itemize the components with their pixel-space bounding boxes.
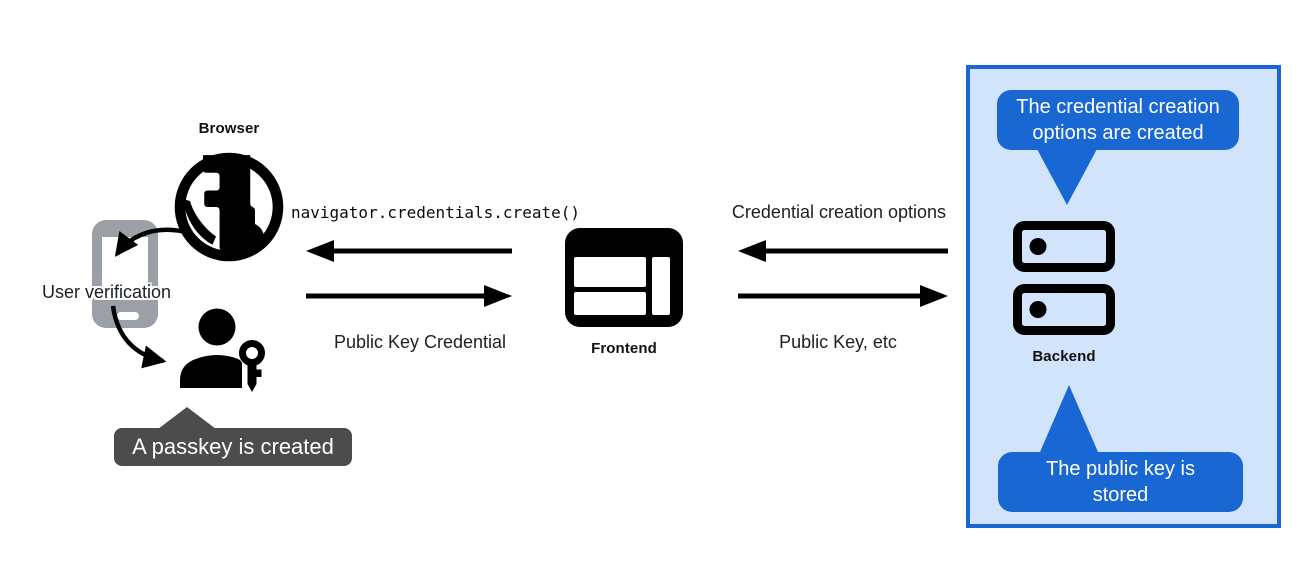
- credential-options-bubble-tail: [1037, 149, 1097, 205]
- browser-to-frontend-arrow: [306, 285, 512, 307]
- frontend-label: Frontend: [591, 340, 657, 357]
- backend-panel: The credential creation options are crea…: [966, 65, 1281, 528]
- frontend-to-browser-arrow: [306, 240, 512, 262]
- public-key-credential-label: Public Key Credential: [333, 332, 507, 352]
- public-key-bubble: The public key is stored: [998, 452, 1243, 512]
- phone-icon: [92, 220, 158, 328]
- passkey-tooltip-tail: [158, 407, 216, 429]
- passkey-tooltip: A passkey is created: [114, 428, 352, 466]
- browser-label: Browser: [198, 120, 260, 137]
- credential-creation-options-label: Credential creation options: [731, 202, 947, 222]
- frontend-to-backend-arrow: [738, 285, 948, 307]
- public-key-bubble-tail: [1040, 385, 1098, 452]
- globe-icon: [174, 152, 284, 262]
- public-key-bubble-text: The public key is stored: [1046, 458, 1195, 506]
- server-stack-icon: [1013, 221, 1115, 335]
- public-key-etc-label: Public Key, etc: [779, 332, 897, 352]
- person-key-icon: [180, 308, 265, 392]
- backend-to-frontend-arrow: [738, 240, 948, 262]
- backend-label: Backend: [1032, 348, 1096, 365]
- credential-options-bubble: The credential creation options are crea…: [997, 90, 1239, 150]
- credential-options-bubble-text: The credential creation options are crea…: [1016, 96, 1220, 144]
- create-call-label: navigator.credentials.create(): [291, 203, 580, 222]
- browser-window-icon: [565, 228, 683, 327]
- user-verification-label: User verification: [42, 282, 172, 302]
